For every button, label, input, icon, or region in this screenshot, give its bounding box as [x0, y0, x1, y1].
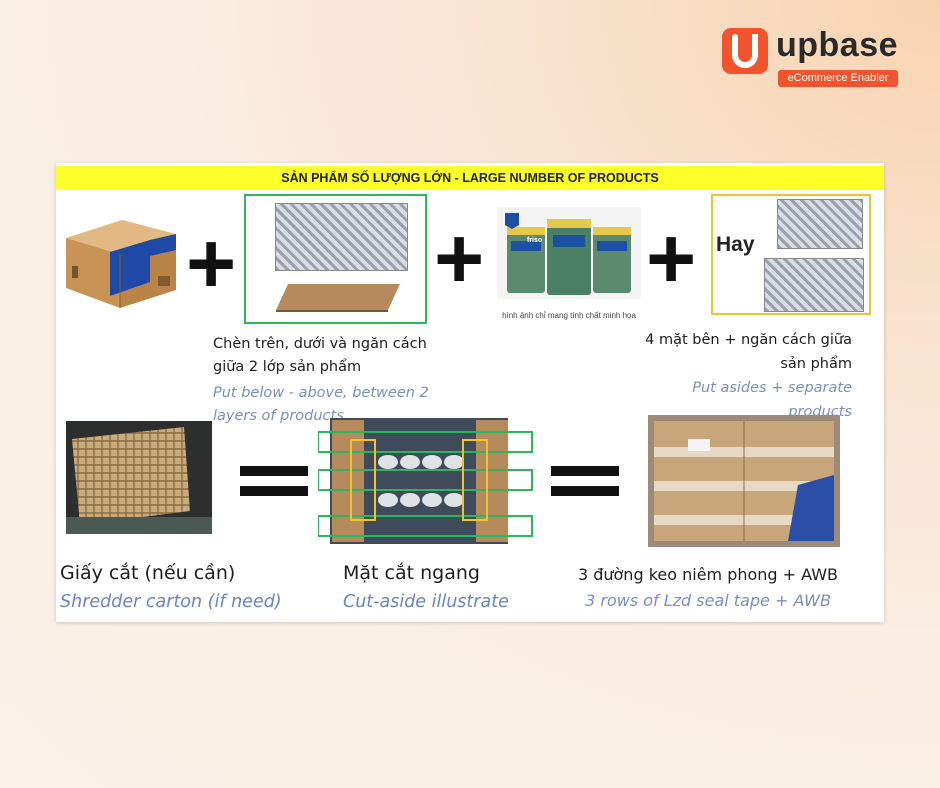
- layers-text-en-1: Put below - above, between 2: [213, 385, 429, 401]
- sealed-box-image: [648, 415, 840, 547]
- sides-text-vi-2: sản phẩm: [780, 356, 852, 372]
- sides-text-vi-1: 4 mặt bên + ngăn cách giữa: [645, 332, 852, 348]
- bubble-wrap-sheet-image: [275, 203, 408, 271]
- side-padding-frame: [711, 194, 871, 315]
- equals-sign-1-bottom: [240, 486, 308, 496]
- layers-text-vi-1: Chèn trên, dưới và ngăn cách: [213, 336, 427, 352]
- upbase-logo-mark: [722, 28, 768, 74]
- layers-text-vi-2: giữa 2 lớp sản phẩm: [213, 359, 362, 375]
- cross-section-image: [318, 418, 533, 544]
- banner-title: SẢN PHẨM SỐ LƯỢNG LỚN - LARGE NUMBER OF …: [56, 166, 884, 190]
- seal-text-en: 3 rows of Lzd seal tape + AWB: [585, 591, 831, 610]
- plus-sign-2: +: [434, 211, 485, 307]
- sides-text-en-1: Put asides + separate: [692, 380, 852, 396]
- carton-box-image: [66, 220, 176, 308]
- or-label: Hay: [716, 233, 755, 256]
- seal-text-vi: 3 đường keo niêm phong + AWB: [577, 565, 839, 584]
- upbase-tagline-badge: eCommerce Enabler: [778, 70, 898, 87]
- product-brand-label: friso: [527, 237, 543, 244]
- shredder-text-en: Shredder carton (if need): [60, 592, 282, 612]
- cross-section-text-en: Cut-aside illustrate: [343, 592, 509, 612]
- bubble-wrap-frame: [244, 194, 427, 324]
- upbase-logo-word: upbase: [776, 26, 899, 64]
- product-cans-image: [497, 207, 641, 299]
- layers-text-en-2: layers of products: [213, 408, 344, 424]
- side-bubble-wrap-image-2: [764, 258, 864, 312]
- equals-sign-1-top: [240, 466, 308, 476]
- plus-sign-3: +: [646, 211, 697, 307]
- equals-sign-2-bottom: [551, 486, 619, 496]
- shredder-text-vi: Giấy cắt (nếu cần): [60, 562, 236, 584]
- plus-sign-1: +: [186, 216, 237, 312]
- u-logo-icon: [732, 34, 758, 68]
- cross-section-text-vi: Mặt cắt ngang: [343, 562, 480, 584]
- side-bubble-wrap-image-1: [777, 199, 863, 249]
- cardboard-sheet-image: [276, 284, 400, 312]
- product-illustration-caption: hình ảnh chỉ mang tính chất minh họa: [502, 311, 636, 320]
- equals-sign-2-top: [551, 466, 619, 476]
- shredder-carton-image: [66, 421, 212, 534]
